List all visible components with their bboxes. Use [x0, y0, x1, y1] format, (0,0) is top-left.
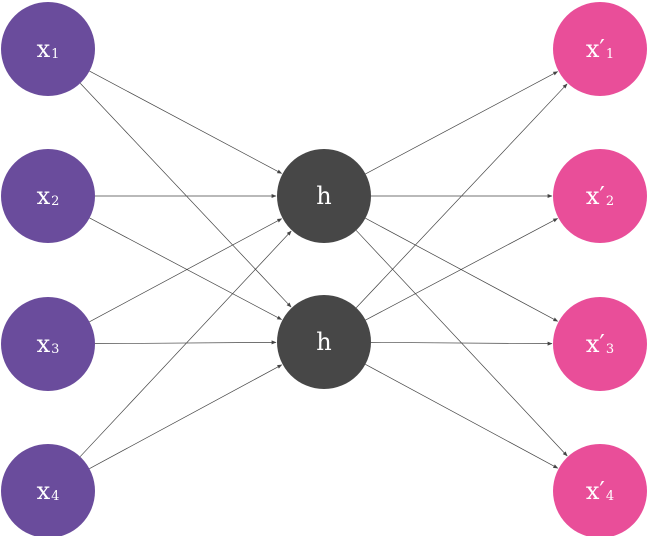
output-node-1-circle: [553, 2, 647, 96]
input-node-4: x4: [1, 444, 95, 536]
input-node-4-label-sub: 4: [51, 489, 59, 504]
output-node-3-label-sub: 3: [606, 342, 614, 357]
edge-hidden-1-to-output-1: [365, 71, 559, 175]
output-node-3-circle: [553, 297, 647, 391]
output-node-3-label-base: x′: [586, 330, 605, 358]
output-node-2-circle: [553, 149, 647, 243]
edge-hidden-2-to-output-1: [355, 83, 568, 309]
edge-hidden-2-to-output-4: [365, 364, 559, 469]
input-node-3-label: x3: [37, 330, 60, 358]
hidden-node-1-label: h: [316, 182, 331, 210]
hidden-node-2-label: h: [316, 328, 331, 356]
output-node-2: x′2: [553, 149, 647, 243]
hidden-node-2: h: [277, 295, 371, 389]
edge-input-3-to-hidden-1: [89, 218, 283, 323]
input-node-3-label-sub: 3: [51, 342, 59, 357]
edges-layer: [79, 70, 568, 469]
output-node-1-label: x′1: [586, 35, 614, 63]
input-node-4-label-base: x: [37, 477, 51, 505]
output-node-2-label-sub: 2: [606, 194, 614, 209]
input-node-2: x2: [1, 149, 95, 243]
edge-input-4-to-hidden-1: [79, 230, 292, 457]
output-node-4: x′4: [553, 444, 647, 536]
input-node-3-label-base: x: [37, 330, 51, 358]
input-node-1-label-base: x: [37, 35, 51, 63]
edge-input-1-to-hidden-1: [89, 70, 283, 174]
input-node-1-circle: [1, 2, 95, 96]
output-node-2-label-base: x′: [586, 182, 605, 210]
output-node-3-label: x′3: [586, 330, 614, 358]
output-node-4-label-sub: 4: [606, 489, 614, 504]
edge-input-2-to-hidden-2: [89, 217, 283, 320]
output-node-1-label-sub: 1: [606, 47, 614, 62]
hidden-node-1-label-base: h: [316, 182, 331, 210]
output-node-4-label-base: x′: [586, 477, 605, 505]
edge-hidden-1-to-output-3: [365, 217, 559, 322]
input-node-2-label-sub: 2: [51, 194, 59, 209]
input-node-4-circle: [1, 444, 95, 536]
input-node-4-label: x4: [37, 477, 60, 505]
hidden-node-2-circle: [277, 295, 371, 389]
edge-input-4-to-hidden-2: [89, 364, 283, 469]
hidden-node-1-circle: [277, 149, 371, 243]
output-node-2-label: x′2: [586, 182, 614, 210]
input-node-2-label-base: x: [37, 182, 51, 210]
input-node-3-circle: [1, 297, 95, 391]
output-node-1-label-base: x′: [586, 35, 605, 63]
hidden-node-1: h: [277, 149, 371, 243]
output-node-3: x′3: [553, 297, 647, 391]
hidden-node-2-label-base: h: [316, 328, 331, 356]
edge-input-1-to-hidden-2: [79, 82, 292, 308]
input-node-2-circle: [1, 149, 95, 243]
edge-hidden-2-to-output-2: [365, 218, 559, 321]
edge-input-3-to-hidden-2: [94, 340, 277, 345]
input-node-1-label-sub: 1: [51, 47, 59, 62]
input-node-1: x1: [1, 2, 95, 96]
edge-hidden-2-to-output-3: [370, 341, 553, 346]
output-node-1: x′1: [553, 2, 647, 96]
input-node-3: x3: [1, 297, 95, 391]
input-node-2-label: x2: [37, 182, 60, 210]
input-node-1-label: x1: [37, 35, 60, 63]
output-node-4-circle: [553, 444, 647, 536]
output-node-4-label: x′4: [586, 477, 614, 505]
